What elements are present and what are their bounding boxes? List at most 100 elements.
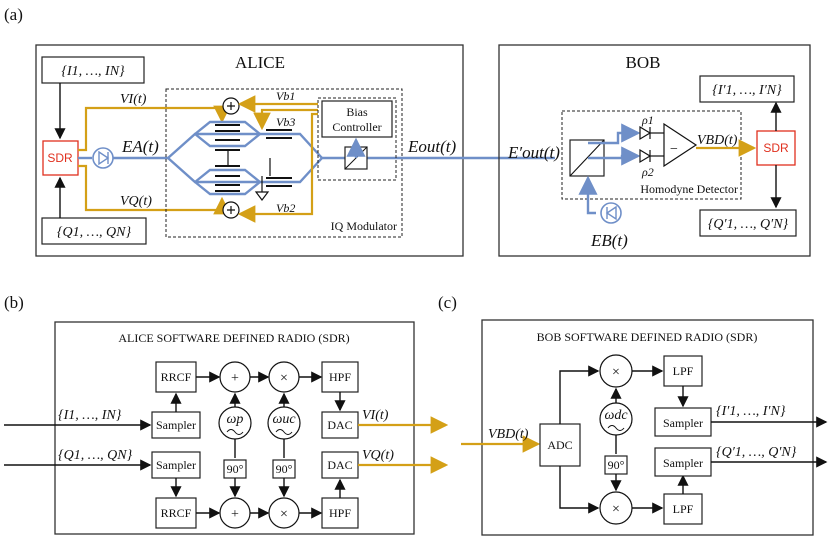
- alice-osc-uc-wave-icon: [275, 429, 293, 435]
- bob-amp-minus: −: [670, 142, 678, 157]
- bob-eb-label: EB(t): [590, 231, 628, 250]
- bob-in-vbd-label: VBD(t): [488, 427, 529, 442]
- panel-label-c: (c): [438, 293, 457, 312]
- iq-modulator-label: IQ Modulator: [331, 219, 397, 233]
- bob-sdr-title: BOB SOFTWARE DEFINED RADIO (SDR): [537, 330, 758, 344]
- alice-dac-top-label: DAC: [327, 418, 352, 432]
- bob-photodiodes: [639, 125, 664, 164]
- alice-osc-p-label: ωp: [227, 412, 244, 427]
- bias-vb2-label: Vb2: [276, 201, 295, 215]
- alice-frame: [35, 44, 464, 257]
- bias-controller-line1: Bias: [346, 105, 368, 119]
- bob-lpf-top-label: LPF: [673, 364, 694, 378]
- bias-vb1-label: Vb1: [276, 89, 295, 103]
- alice-vq-line: [78, 164, 231, 215]
- bob-lpf-bottom-label: LPF: [673, 502, 694, 516]
- alice-laser-diode-glyph: [98, 150, 110, 166]
- bob-eout-prime-label: E′out(t): [507, 143, 560, 162]
- alice-sum-bottom-plus-icon: [227, 206, 235, 214]
- iq-modulator-electrodes: [215, 124, 292, 192]
- panel-label-a: (a): [4, 5, 23, 24]
- alice-out-vq-label: VQ(t): [362, 448, 394, 463]
- alice-sdr-sum-top-label: +: [231, 371, 239, 386]
- bob-adc-label: ADC: [547, 438, 572, 452]
- alice-dac-bottom-label: DAC: [327, 458, 352, 472]
- alice-q-set-label: {Q1, …, QN}: [57, 225, 132, 240]
- homodyne-label: Homodyne Detector: [640, 182, 738, 196]
- bob-lpf-bottom: [663, 493, 703, 525]
- bob-sdr-label: SDR: [763, 141, 789, 155]
- alice-osc-uc-label: ωuc: [272, 412, 296, 427]
- bob-lo-laser-icon: [600, 202, 622, 224]
- bias-vb3-label: Vb3: [276, 115, 295, 129]
- bob-phase-label: 90°: [608, 458, 625, 472]
- bias-vb2-line: [237, 112, 318, 223]
- alice-i-set-label: {I1, …, IN}: [61, 64, 125, 79]
- alice-sdr-sum-bottom-label: +: [231, 507, 239, 522]
- alice-rrcf-bottom: [155, 497, 197, 529]
- bob-adc-to-mixer-top: [559, 365, 600, 424]
- bob-rho2-label: ρ2: [641, 165, 654, 179]
- alice-input-q-label: {Q1, …, QN}: [58, 448, 133, 463]
- bias-controller-line2: Controller: [332, 120, 381, 134]
- alice-sdr-title: ALICE SOFTWARE DEFINED RADIO (SDR): [118, 331, 349, 345]
- bias-controller-box: [321, 100, 393, 138]
- bob-out-i-label: {I′1, …, I′N}: [716, 404, 786, 419]
- alice-rrcf-top: [155, 361, 197, 393]
- alice-input-i-label: {I1, …, IN}: [58, 408, 122, 423]
- bob-sdr-box: [756, 130, 796, 166]
- bob-lo-beam: [578, 175, 598, 215]
- iq-modulator-dashed-box: [165, 88, 403, 238]
- alice-i-set-box: [41, 56, 145, 84]
- alice-hpf-top: [321, 361, 359, 393]
- bob-adc-to-mixer-bottom: [559, 466, 600, 514]
- bob-title: BOB: [626, 53, 661, 72]
- alice-osc-p-wave-icon: [226, 429, 244, 435]
- bob-sampler-bottom: [654, 447, 712, 477]
- alice-laser-icon: [92, 147, 114, 169]
- bob-osc-wave-icon: [607, 425, 625, 431]
- bob-mixer-bottom-label: ×: [612, 502, 620, 517]
- alice-sdr-label: SDR: [47, 151, 73, 165]
- bob-sampler-bottom-label: Sampler: [663, 456, 703, 470]
- alice-eout-label: Eout(t): [407, 137, 456, 156]
- alice-sdr-box: [42, 140, 79, 176]
- alice-phase-p-label: 90°: [227, 462, 244, 476]
- bob-vbd-label: VBD(t): [697, 133, 738, 148]
- bob-sampler-top-label: Sampler: [663, 416, 703, 430]
- alice-title: ALICE: [235, 53, 285, 72]
- alice-rrcf-top-label: RRCF: [161, 370, 192, 384]
- alice-rrcf-bottom-label: RRCF: [161, 506, 192, 520]
- bob-sampler-top: [654, 407, 712, 437]
- alice-phase-uc-label: 90°: [276, 462, 293, 476]
- bob-frame: [498, 44, 811, 257]
- bob-lo-diode-glyph: [605, 205, 617, 221]
- alice-hpf-top-label: HPF: [329, 370, 351, 384]
- alice-sdr-frame: [54, 321, 415, 535]
- bob-splitter-diagonal: [569, 139, 605, 177]
- bob-rho1-label: ρ1: [641, 113, 654, 127]
- bob-osc-dc-label: ωdc: [604, 408, 628, 423]
- bob-q-set-label: {Q′1, …, Q′N}: [708, 217, 789, 232]
- bob-bottom-output: [588, 146, 641, 166]
- bob-out-q-label: {Q′1, …, Q′N}: [716, 445, 797, 460]
- alice-q-set-box: [41, 217, 147, 245]
- alice-sdr-mixer-top-label: ×: [280, 371, 288, 386]
- bob-mixer-top-label: ×: [612, 365, 620, 380]
- alice-sampler-bottom: [151, 451, 201, 479]
- alice-hpf-bottom-label: HPF: [329, 506, 351, 520]
- bob-i-set-label: {I′1, …, I′N}: [712, 83, 782, 98]
- alice-ea-label: EA(t): [121, 137, 159, 156]
- alice-vi-line: [78, 105, 231, 152]
- bob-sdr-frame: [481, 319, 814, 536]
- alice-sampler-top-label: Sampler: [156, 418, 196, 432]
- alice-vq-label: VQ(t): [120, 194, 152, 209]
- alice-vi-label: VI(t): [120, 92, 147, 107]
- alice-sampler-top: [151, 411, 201, 439]
- alice-sampler-bottom-label: Sampler: [156, 458, 196, 472]
- bob-q-set-box: [699, 209, 797, 237]
- ground-icon: [254, 176, 270, 201]
- alice-out-vi-label: VI(t): [362, 408, 389, 423]
